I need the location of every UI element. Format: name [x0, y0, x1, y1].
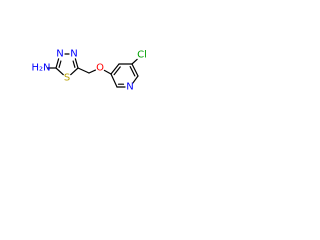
bond-thiadiazole-c2-thiadiazole-n3 [55, 58, 60, 69]
bond-pyridine-c3-pyridine-c4 [110, 63, 120, 75]
atom-label-thiadiazole-n4: N [70, 49, 77, 60]
atom-label-pyridine-n1: N [126, 82, 133, 93]
bond-pyridine-c5-pyridine-c6 [131, 63, 139, 77]
atom-label-amine: H₂N [31, 63, 50, 74]
atom-label-thiadiazole-s1: S [64, 73, 70, 84]
bond-methylene-c-ether-o [88, 69, 97, 74]
bond-thiadiazole-n4-thiadiazole-c5 [74, 58, 79, 69]
bond-pyridine-c3-pyridine-c4-second-line [113, 66, 121, 76]
bond-layer [46, 53, 139, 88]
bond-thiadiazole-c5-thiadiazole-s1 [70, 67, 79, 76]
bond-ether-o-pyridine-c3 [103, 69, 112, 75]
bond-thiadiazole-s1-thiadiazole-c2 [55, 67, 64, 76]
bond-pyridine-c5-pyridine-c6-second-line [129, 65, 136, 77]
bond-pyridine-c2-pyridine-c3 [110, 73, 118, 88]
bond-thiadiazole-c5-methylene-c [77, 67, 90, 74]
bond-pyridine-c6-pyridine-n1 [132, 75, 139, 84]
atom-label-chloro: Cl [137, 50, 147, 61]
bond-thiadiazole-n4-thiadiazole-c5-second-line [72, 60, 76, 68]
bond-thiadiazole-c2-thiadiazole-n3-second-line [58, 60, 62, 68]
atom-label-thiadiazole-n3: N [56, 49, 63, 60]
atom-label-ether-o: O [96, 63, 104, 74]
bond-pyridine-c5-chloro [131, 58, 138, 65]
